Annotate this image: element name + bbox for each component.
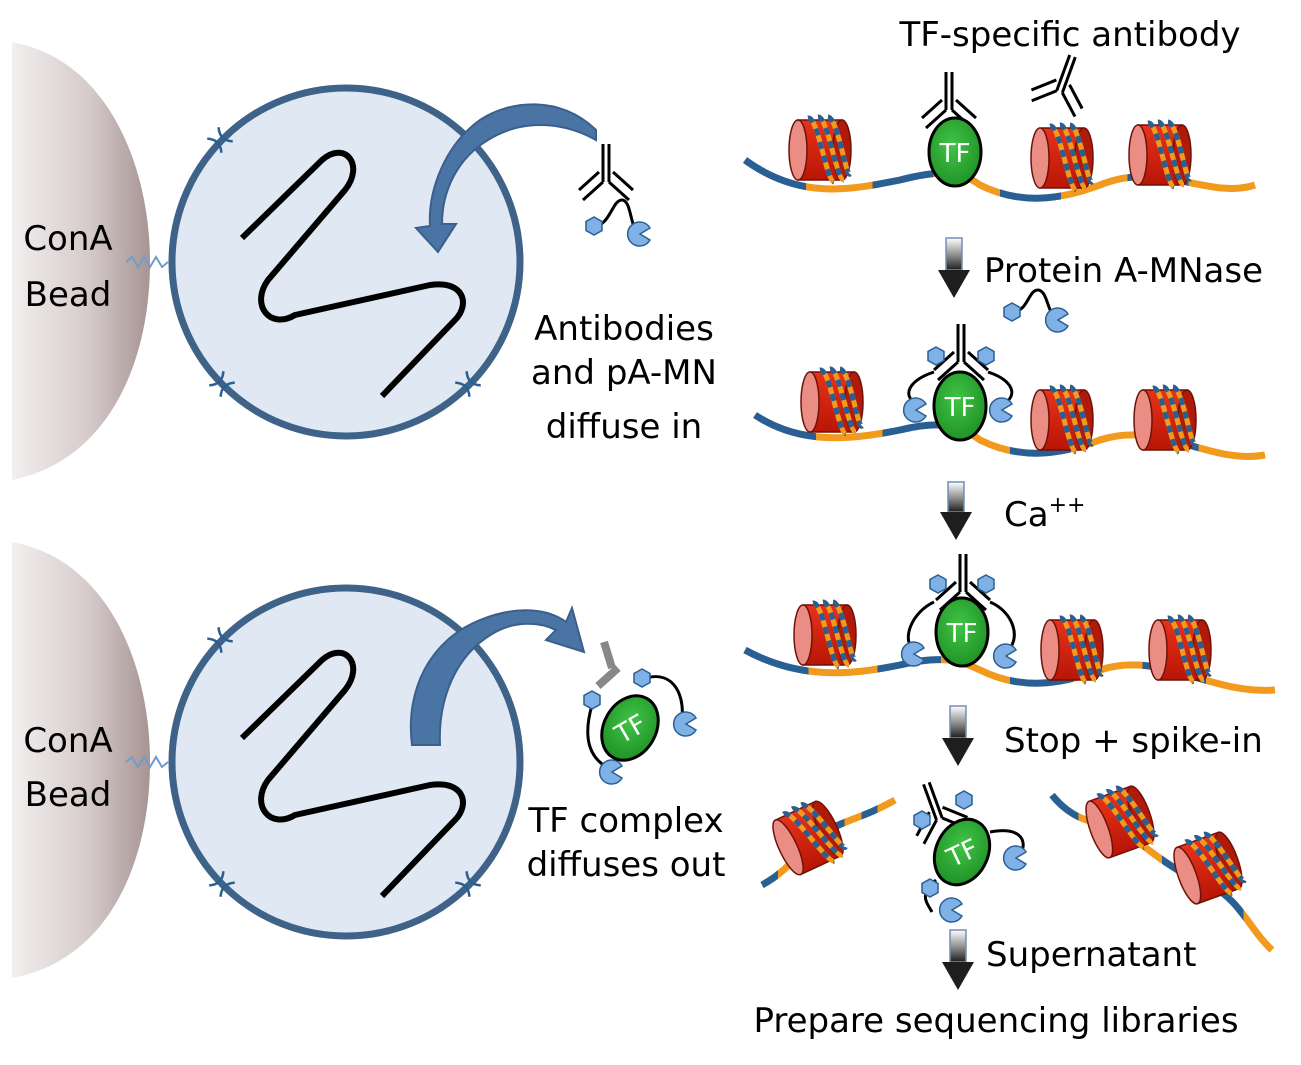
caption-top-2: and pA-MN: [531, 353, 717, 393]
step-arrow-1-head: [938, 270, 970, 298]
chromatin-row-1: TF: [742, 45, 1257, 202]
chromatin-row-3: TF: [743, 552, 1276, 694]
step-arrow-4: [949, 929, 967, 963]
outward-arrow: [409, 604, 586, 746]
step-arrow-2: [947, 481, 965, 513]
step-stop-label: Stop + spike-in: [1004, 721, 1263, 761]
cona-bead-top: [12, 42, 150, 480]
step-calcium-label: Ca++: [1004, 493, 1085, 535]
released-fragments: TF: [760, 772, 1275, 953]
bead-label-top-2: Bead: [25, 275, 112, 315]
step-arrow-3: [949, 705, 967, 739]
step-arrow-2-head: [940, 512, 972, 540]
antibody-icon: [577, 142, 635, 202]
caption-top-1: Antibodies: [534, 309, 714, 349]
caption-bottom-2: diffuses out: [527, 845, 726, 885]
final-step-label: Prepare sequencing libraries: [753, 1001, 1238, 1041]
chromatin-row-2: TF: [753, 322, 1266, 460]
inward-arrow: [413, 103, 597, 254]
nucleus-top: [168, 84, 524, 440]
bead-label-bottom-1: ConA: [23, 721, 112, 761]
step-arrow-1: [945, 237, 963, 271]
tf-label: TF: [946, 619, 978, 649]
mnase-icon: [1044, 307, 1069, 333]
caption-bottom-1: TF complex: [527, 801, 723, 841]
released-tf-complex: TF: [583, 640, 697, 785]
step-antibody-label: TF-specific antibody: [898, 15, 1240, 55]
chromatin-top: [239, 149, 466, 399]
tf-label: TF: [939, 139, 971, 169]
step-protein-a-label: Protein A-MNase: [984, 251, 1263, 291]
protein-a-icon: [1003, 302, 1021, 322]
step-arrow-4-head: [942, 962, 974, 990]
caption-top-3: diffuse in: [546, 407, 702, 447]
mnase-icon: [626, 221, 651, 247]
linker-top: [125, 255, 169, 269]
step-arrow-3-head: [942, 738, 974, 766]
protein-a-icon: [585, 216, 603, 236]
linker-bottom: [125, 755, 169, 769]
bead-label-top-1: ConA: [23, 219, 112, 259]
cona-bead-bottom: [12, 542, 150, 978]
chromatin-bottom: [239, 649, 466, 899]
bead-label-bottom-2: Bead: [25, 775, 112, 815]
tf-label: TF: [944, 393, 976, 423]
step-supernatant-label: Supernatant: [986, 935, 1196, 975]
